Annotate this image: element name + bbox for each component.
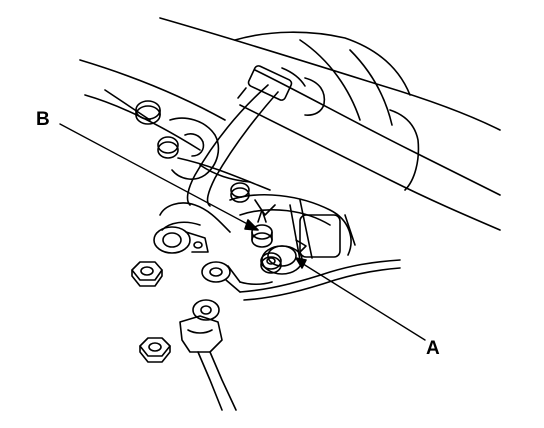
intake-hose (239, 67, 501, 231)
battery-cable-terminal (179, 299, 237, 411)
upper-bolt-1 (135, 100, 161, 125)
harness-wire (186, 65, 293, 207)
callout-label-b: B (36, 109, 50, 130)
leader-line-a (295, 257, 426, 341)
upper-bolt-2 (157, 136, 179, 159)
loose-nut-left (131, 261, 163, 287)
positive-battery-cable (239, 259, 401, 301)
cable-eyelet-a (201, 261, 273, 293)
callout-label-a: A (426, 338, 440, 359)
mounting-bracket (169, 117, 251, 183)
loose-nut-lower (139, 337, 171, 363)
terminal-b-stud (251, 209, 273, 248)
engine-block-outline (79, 17, 501, 191)
leader-line-b (59, 123, 259, 231)
small-cable-eyelet (153, 202, 231, 254)
